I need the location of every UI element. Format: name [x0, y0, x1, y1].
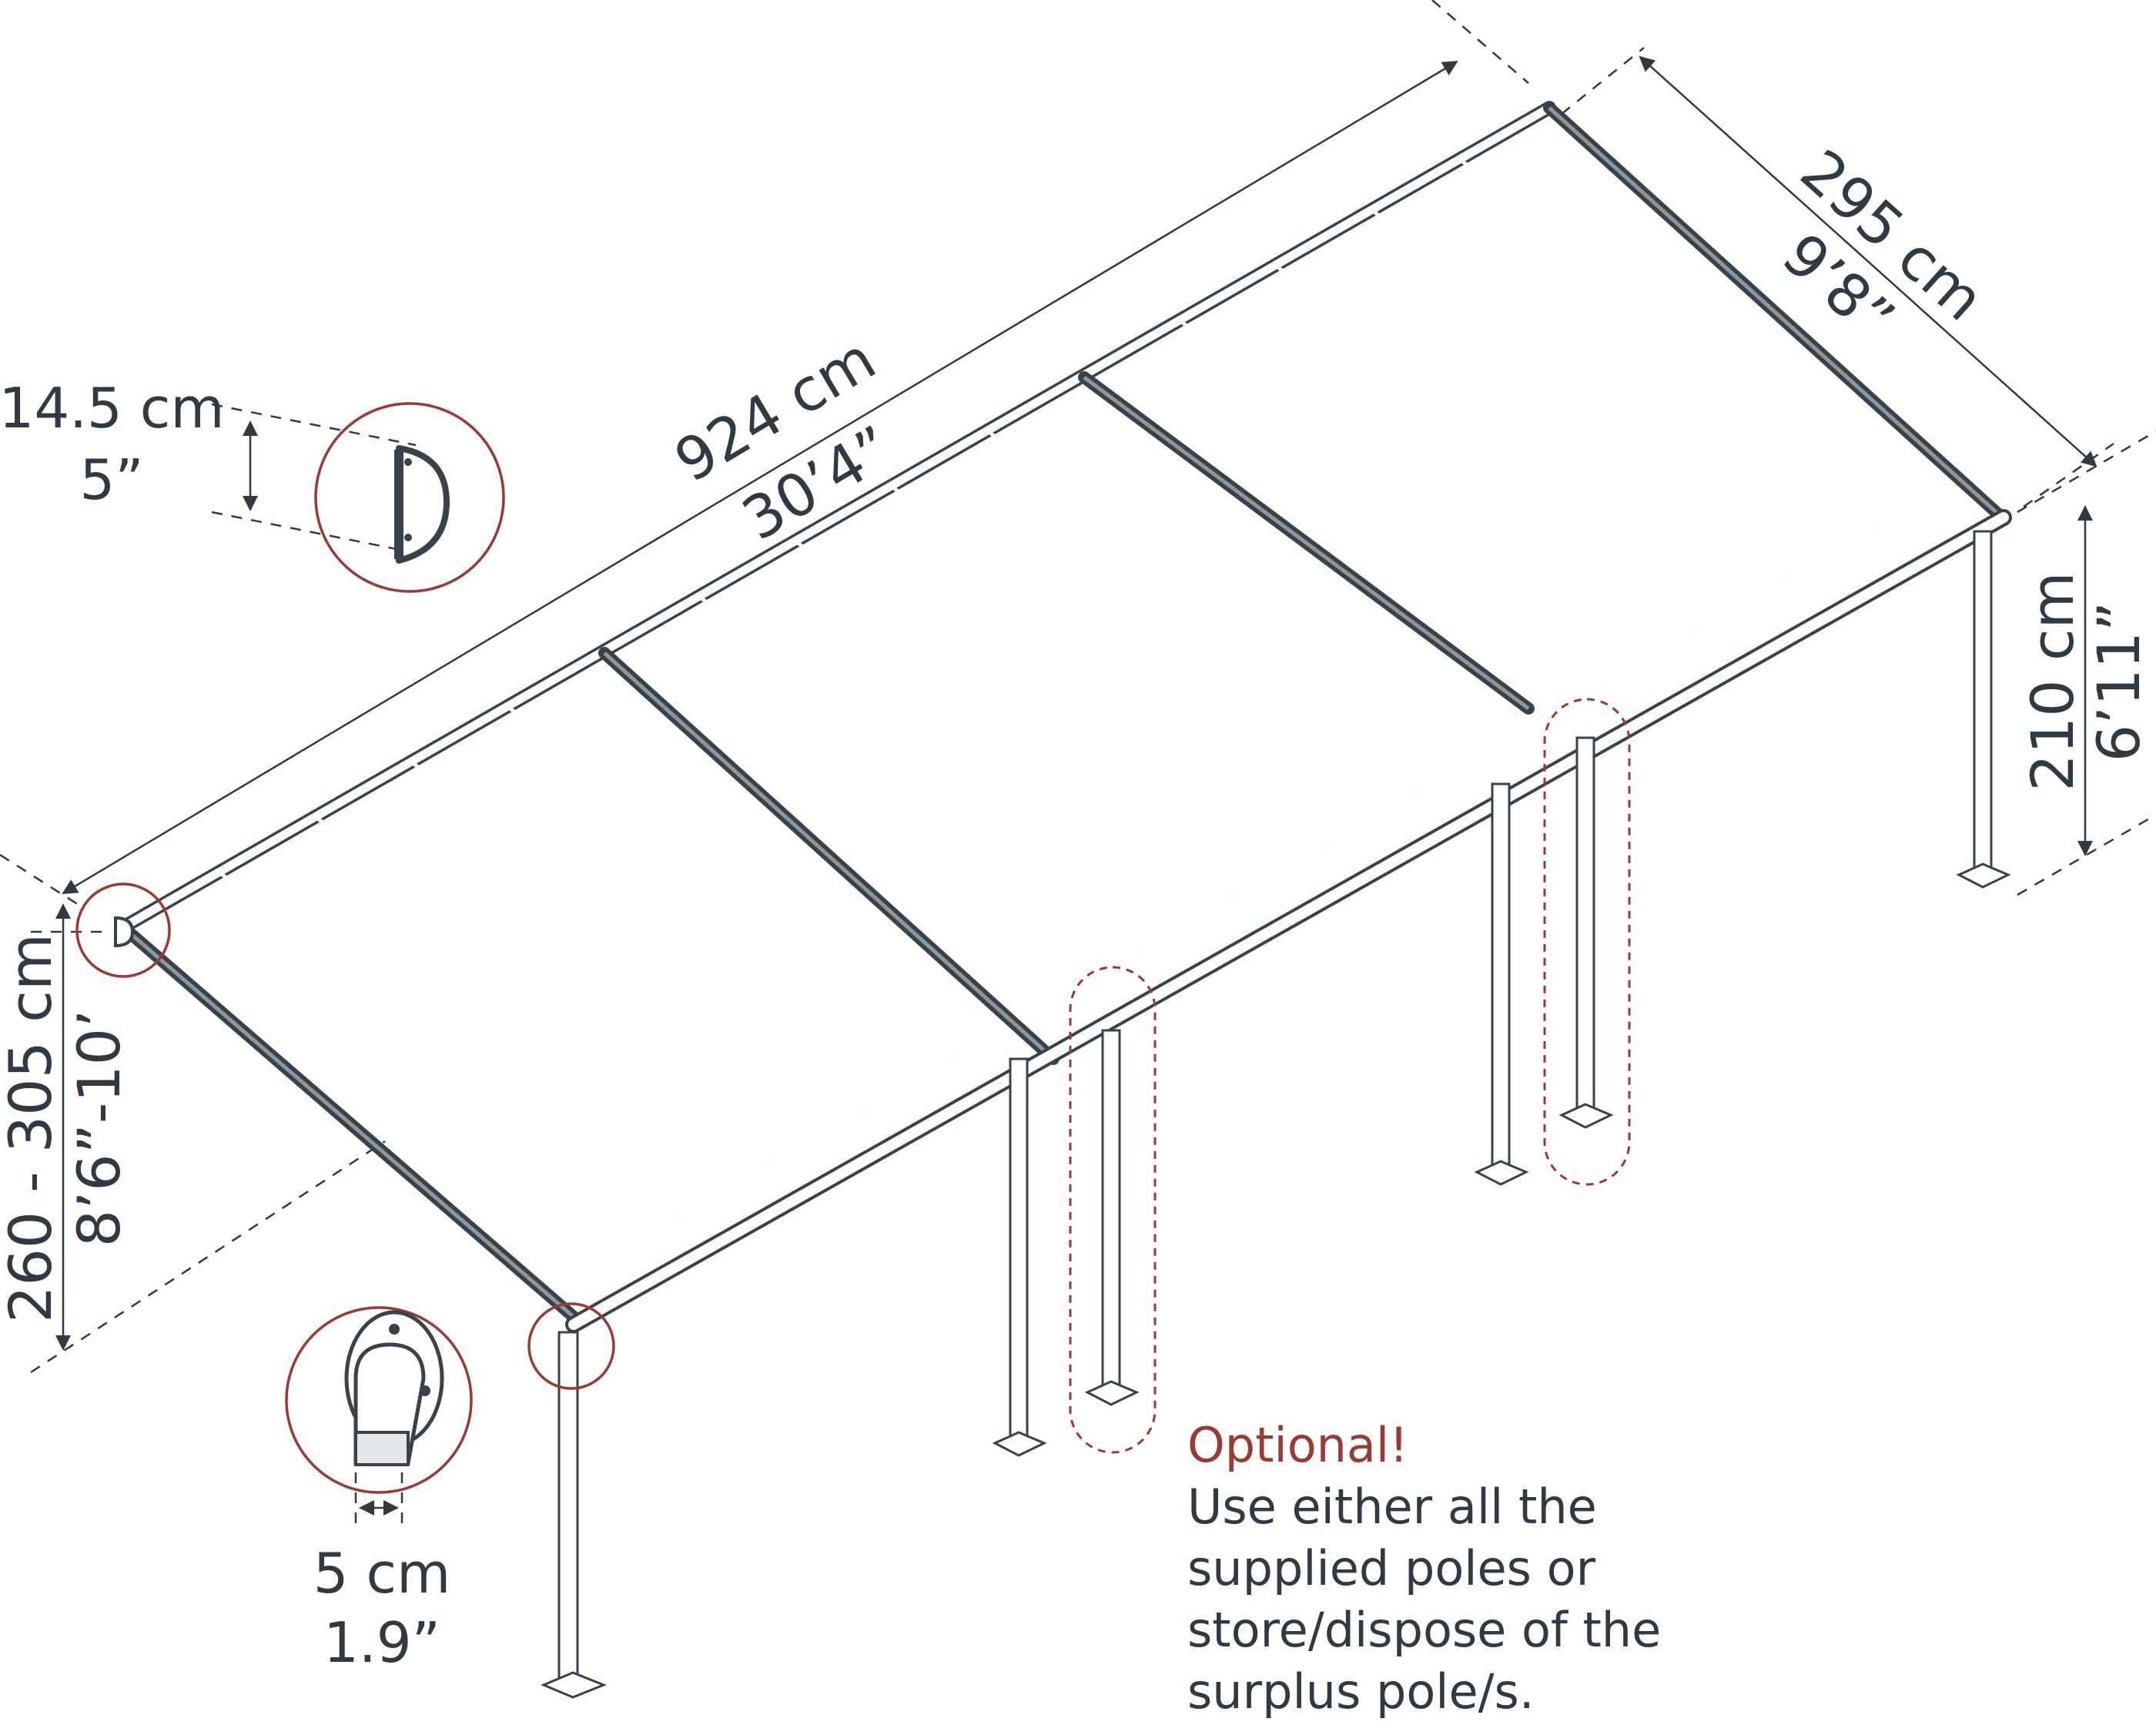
- joint-rafters: [117, 102, 2008, 1323]
- optional-line-2: supplied poles or: [1187, 1540, 1596, 1596]
- pole-detail: 5 cm 1.9”: [285, 1306, 473, 1675]
- optional-line-4: surplus pole/s.: [1187, 1663, 1535, 1720]
- post-second: [992, 1057, 1047, 1457]
- profile-detail: 14.5 cm 5”: [0, 376, 505, 593]
- optional-heading: Optional!: [1187, 1417, 1408, 1473]
- optional-pole-highlight-2: [1543, 698, 1631, 1186]
- optional-line-3: store/dispose of the: [1187, 1602, 1661, 1658]
- length-dimension: 924 cm 30’4”: [0, 0, 1529, 910]
- profile-metric-label: 14.5 cm: [0, 376, 224, 440]
- back-height-dimension: 210 cm 6’11”: [2017, 430, 2156, 896]
- post-third: [1474, 782, 1529, 1186]
- optional-line-1: Use either all the: [1187, 1479, 1597, 1535]
- optional-note: Optional! Use either all the supplied po…: [1187, 1417, 1661, 1720]
- front-height-metric-label: 260 - 305 cm: [0, 933, 65, 1323]
- front-height-dimension: 260 - 305 cm 8’6”-10’: [0, 903, 386, 1374]
- back-height-imperial-label: 6’11”: [2084, 601, 2153, 762]
- pole-imperial-label: 1.9”: [323, 1610, 440, 1675]
- post-front-left: [541, 1331, 608, 1699]
- profile-imperial-label: 5”: [79, 447, 143, 512]
- front-height-imperial-label: 8’6”-10’: [65, 1010, 133, 1248]
- corner-callout-front: [527, 1302, 615, 1390]
- width-dimension: 295 cm 9’8”: [1561, 47, 2114, 508]
- profile-d-shape-icon: [396, 445, 450, 564]
- pergola-roof: [116, 101, 2012, 1333]
- roof-rafters: [218, 160, 1880, 1218]
- optional-pole-highlight-1: [1069, 966, 1157, 1454]
- pole-metric-label: 5 cm: [313, 1541, 450, 1606]
- post-optional-2: [1558, 736, 1614, 1129]
- corner-callout-left: [75, 883, 171, 978]
- pole-callout: [285, 1306, 473, 1494]
- post-optional-1: [1084, 1029, 1140, 1406]
- profile-callout: [314, 402, 505, 593]
- back-height-metric-label: 210 cm: [2018, 571, 2087, 791]
- post-back-right: [1956, 530, 2011, 889]
- pergola-posts: [541, 530, 2011, 1699]
